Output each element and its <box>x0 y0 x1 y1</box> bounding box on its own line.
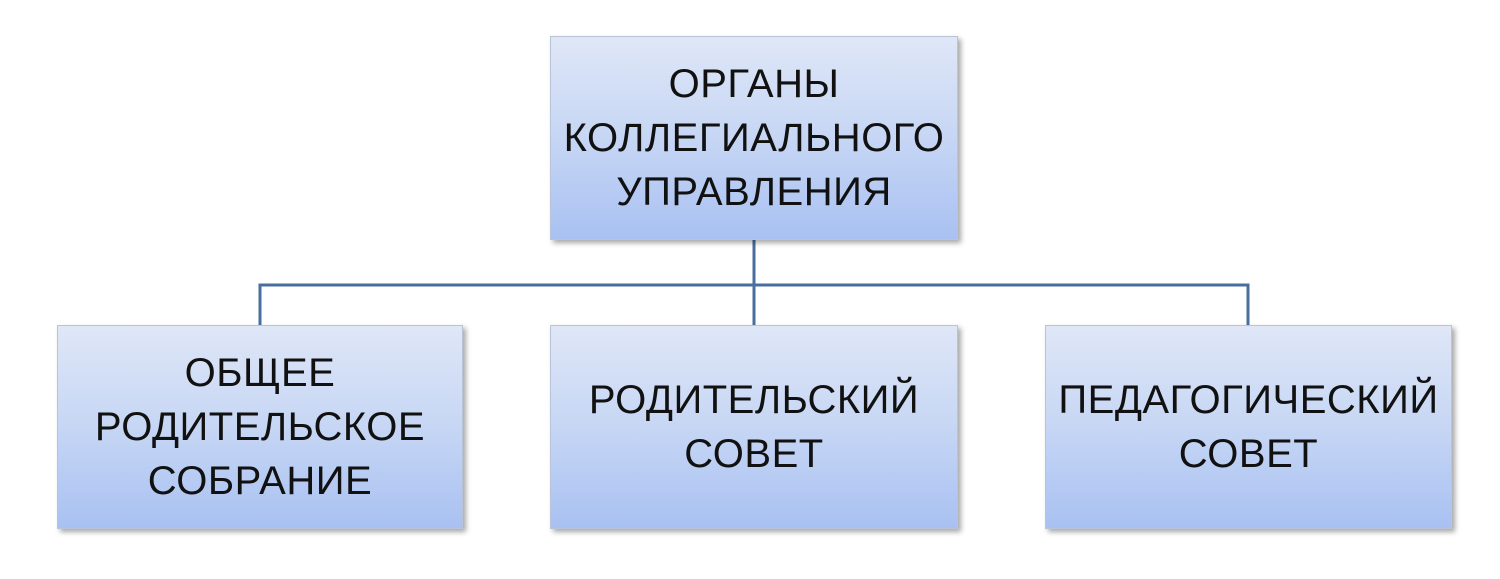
root-node-line: ОРГАНЫ <box>668 62 840 106</box>
child-node-line: ОБЩЕЕ <box>184 351 336 395</box>
child-node-text: ОБЩЕЕ РОДИТЕЛЬСКОЕ СОБРАНИЕ <box>95 346 425 508</box>
child-node-box-parent-council: РОДИТЕЛЬСКИЙ СОВЕТ <box>550 325 958 529</box>
child-node-line: СОВЕТ <box>1178 432 1319 476</box>
child-node-box-pedagogical-council: ПЕДАГОГИЧЕСКИЙ СОВЕТ <box>1045 325 1452 529</box>
child-node-line: ПЕДАГОГИЧЕСКИЙ <box>1058 378 1439 422</box>
child-node-text: РОДИТЕЛЬСКИЙ СОВЕТ <box>589 373 919 481</box>
root-node-line: УПРАВЛЕНИЯ <box>616 170 892 214</box>
root-node-text: ОРГАНЫ КОЛЛЕГИАЛЬНОГО УПРАВЛЕНИЯ <box>564 57 945 219</box>
child-node-line: СОВЕТ <box>684 432 824 476</box>
child-node-text: ПЕДАГОГИЧЕСКИЙ СОВЕТ <box>1058 373 1438 481</box>
root-node-box: ОРГАНЫ КОЛЛЕГИАЛЬНОГО УПРАВЛЕНИЯ <box>550 36 958 240</box>
child-node-box-general-parent-meeting: ОБЩЕЕ РОДИТЕЛЬСКОЕ СОБРАНИЕ <box>57 325 463 529</box>
child-node-line: РОДИТЕЛЬСКОЕ <box>94 405 426 449</box>
child-node-line: РОДИТЕЛЬСКИЙ <box>588 378 920 422</box>
child-node-line: СОБРАНИЕ <box>147 459 373 503</box>
root-node-line: КОЛЛЕГИАЛЬНОГО <box>563 116 945 160</box>
